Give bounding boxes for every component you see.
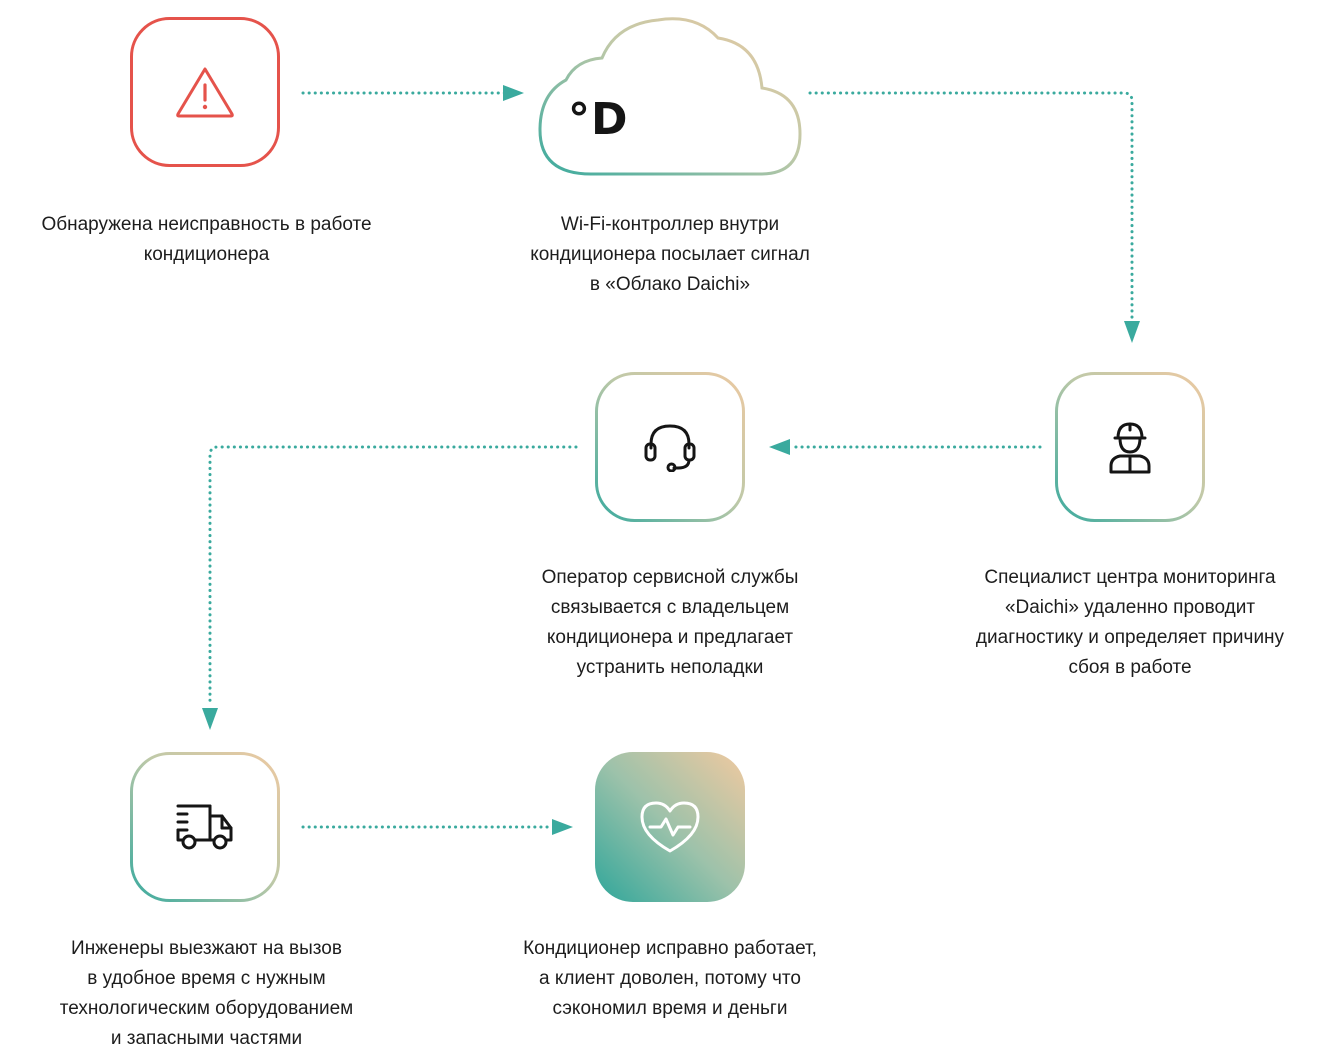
headset-icon [644,424,696,472]
step-operator [595,372,745,522]
arrowhead-5-6 [552,819,573,835]
step-engineers [130,752,280,902]
step-specialist [1055,372,1205,522]
arrowhead-2-3 [1124,321,1140,343]
caption-specialist: Специалист центра мониторинга «Daichi» у… [975,567,1285,678]
engineer-helmet-icon [1109,422,1151,474]
daichi-logo: °D [568,94,629,145]
arrowhead-3-4 [769,439,790,455]
arrowhead-1-2 [503,85,524,101]
caption-operator: Оператор сервисной службы связывается с … [541,567,799,678]
caption-alert: Обнаружена неисправность в работе кондиц… [41,214,372,265]
caption-cloud: Wi-Fi-контроллер внутри кондиционера пос… [530,214,810,295]
step-success [595,752,745,902]
caption-success: Кондиционер исправно работает, а клиент … [523,938,817,1019]
step-alert [130,17,280,167]
step-cloud: °D [536,14,804,176]
cloud-icon [538,17,802,176]
heart-pulse-icon [640,801,700,853]
warning-triangle-icon [176,67,234,118]
caption-engineers: Инженеры выезжают на вызов в удобное вре… [59,938,354,1049]
connector-2-3 [808,91,1134,320]
connector-4-5 [208,445,578,708]
delivery-truck-icon [176,804,233,850]
arrowhead-4-5 [202,708,218,730]
